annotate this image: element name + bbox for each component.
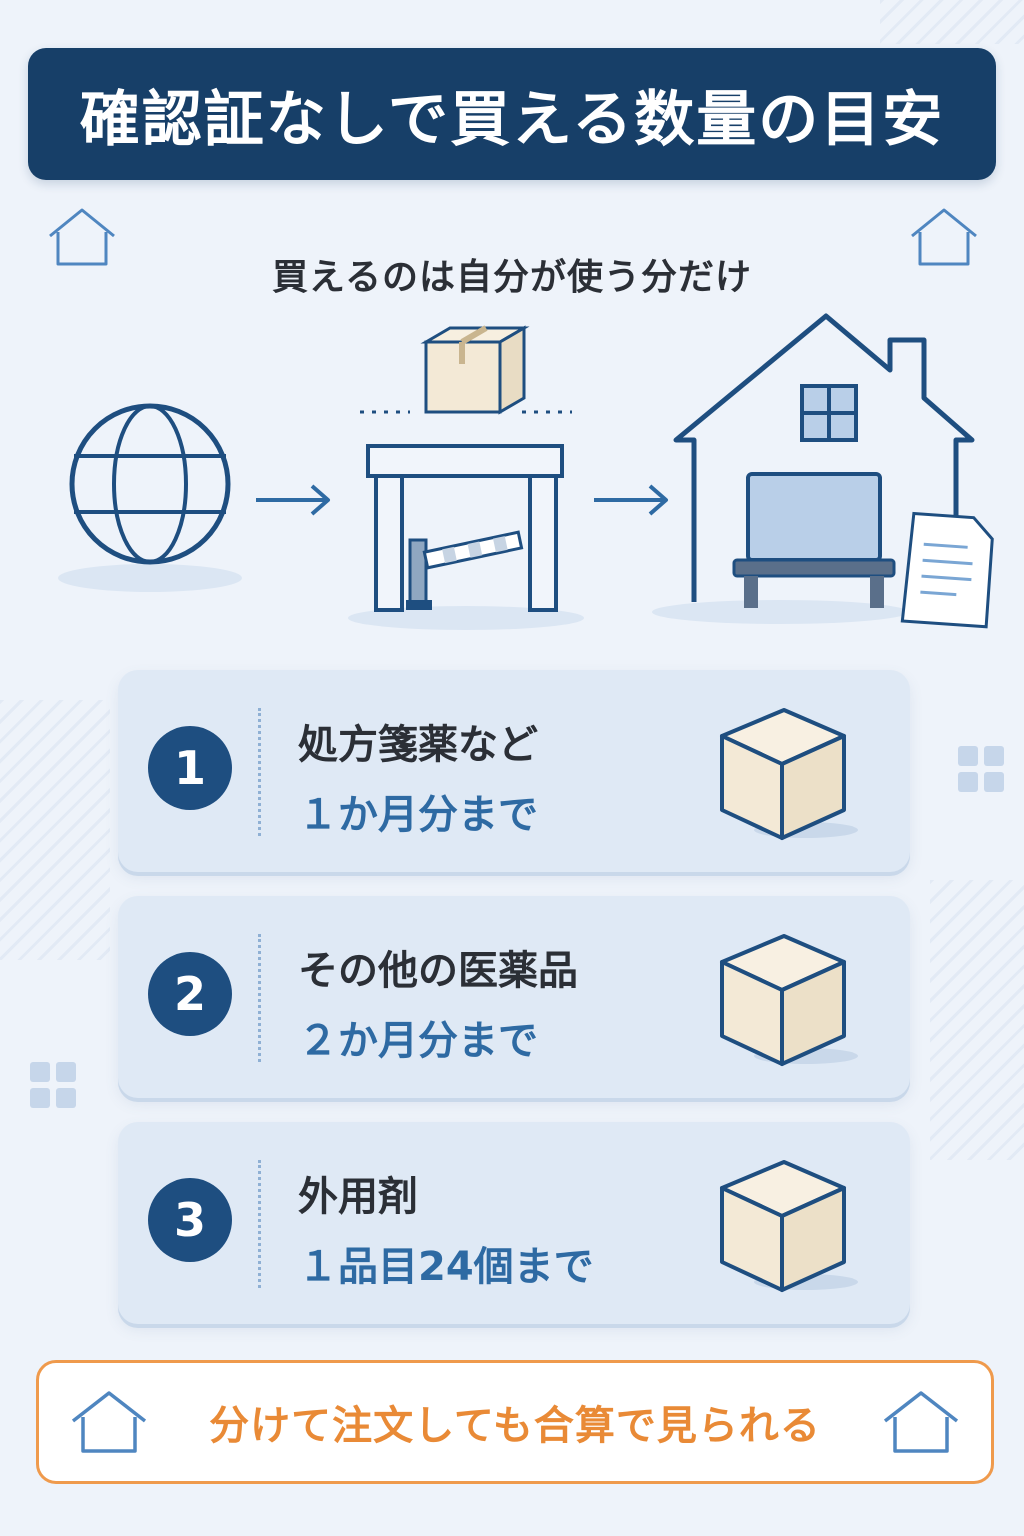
header-banner: 確認証なしで買える数量の目安 bbox=[28, 48, 996, 180]
item-limit: １か月分まで bbox=[298, 792, 538, 838]
globe-icon bbox=[58, 403, 242, 592]
divider bbox=[258, 1160, 261, 1288]
limit-card-topical: 3 外用剤 １品目24個まで bbox=[118, 1122, 910, 1324]
house-outline-icon bbox=[49, 208, 115, 266]
document-icon bbox=[900, 511, 994, 629]
house-outline-icon bbox=[883, 1391, 959, 1453]
customs-gate-icon bbox=[348, 325, 584, 630]
page-title: 確認証なしで買える数量の目安 bbox=[79, 84, 945, 155]
limit-card-prescription: 1 処方箋薬など １か月分まで bbox=[118, 670, 910, 872]
parcel-box-icon bbox=[420, 325, 530, 415]
background-stripes bbox=[0, 700, 110, 960]
step-number-badge: 2 bbox=[148, 952, 232, 1036]
house-outline-icon bbox=[911, 208, 977, 266]
import-flow-illustration bbox=[0, 300, 1024, 640]
step-number-badge: 1 bbox=[148, 726, 232, 810]
box-icon bbox=[720, 1160, 858, 1292]
subtitle: 買えるのは自分が使う分だけ bbox=[272, 257, 752, 298]
footer-text: 分けて注文しても合算で見られる bbox=[209, 1403, 821, 1449]
arrow-right-icon bbox=[256, 484, 330, 516]
box-icon bbox=[720, 708, 858, 840]
limit-card-other-medicine: 2 その他の医薬品 ２か月分まで bbox=[118, 896, 910, 1098]
step-number-badge: 3 bbox=[148, 1178, 232, 1262]
grid-decoration-icon bbox=[958, 746, 1004, 792]
item-limit: ２か月分まで bbox=[298, 1018, 538, 1064]
divider bbox=[258, 708, 261, 836]
box-icon bbox=[720, 934, 858, 1066]
item-category: その他の医薬品 bbox=[298, 948, 578, 994]
home-icon bbox=[652, 313, 994, 629]
item-limit: １品目24個まで bbox=[298, 1244, 594, 1290]
divider bbox=[258, 934, 261, 1062]
footer-note: 分けて注文しても合算で見られる bbox=[36, 1360, 994, 1484]
item-category: 処方箋薬など bbox=[298, 722, 538, 768]
grid-decoration-icon bbox=[30, 1062, 76, 1108]
item-category: 外用剤 bbox=[298, 1174, 418, 1220]
house-outline-icon bbox=[71, 1391, 147, 1453]
background-stripes bbox=[930, 880, 1024, 1160]
background-stripes bbox=[880, 0, 1024, 44]
arrow-right-icon bbox=[594, 484, 668, 516]
